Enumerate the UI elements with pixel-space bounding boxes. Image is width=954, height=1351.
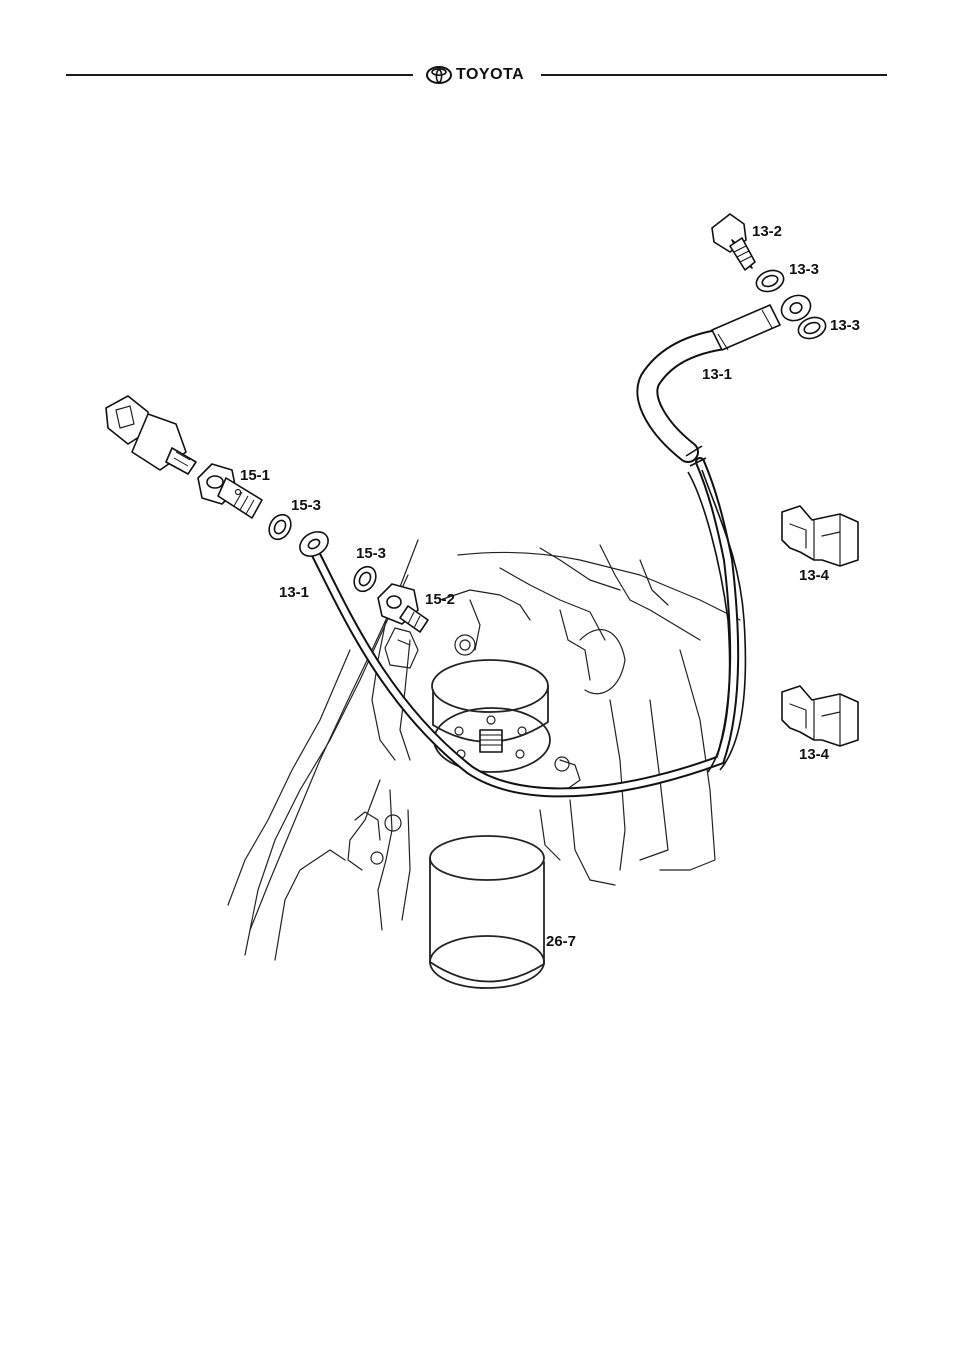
callout-13-2: 13-2	[752, 223, 782, 240]
engine-block-outline	[227, 539, 741, 961]
washer-13-3-upper	[755, 269, 785, 293]
oil-filter-26-7	[429, 835, 545, 989]
clip-13-4-upper	[781, 505, 859, 567]
union-bolt-13-2	[711, 213, 756, 271]
callout-15-1: 15-1	[240, 467, 270, 484]
washer-15-3-right	[353, 565, 377, 593]
callout-13-3-lower: 13-3	[830, 317, 860, 334]
washer-13-3-lower	[797, 316, 827, 340]
washer-15-3-left	[268, 513, 292, 541]
clip-13-4-lower	[781, 685, 859, 747]
callout-15-3-left: 15-3	[291, 497, 321, 514]
callout-13-4-upper: 13-4	[799, 567, 830, 584]
callout-15-2: 15-2	[425, 591, 455, 608]
callout-labels: 13-2 13-3 13-3 13-1 15-1 15-3 15-3 13-1 …	[240, 223, 860, 950]
callout-13-4-lower: 13-4	[799, 746, 830, 763]
union-15-2	[377, 583, 429, 633]
toyota-emblem-icon	[426, 66, 452, 84]
brand-logo: TOYOTA	[426, 64, 524, 86]
header-rule-right	[541, 74, 887, 76]
filter-housing	[431, 659, 551, 773]
brand-name: TOYOTA	[456, 66, 525, 83]
callout-13-1-left: 13-1	[279, 584, 309, 601]
oil-pipe-hose	[299, 294, 812, 798]
callout-13-3-upper: 13-3	[789, 261, 819, 278]
union-bolt-15-1	[197, 463, 263, 519]
header-rule-left	[66, 74, 413, 76]
callout-13-1-right: 13-1	[702, 366, 732, 383]
callout-26-7: 26-7	[546, 933, 576, 950]
oil-pressure-sender	[105, 395, 197, 475]
callout-15-3-right: 15-3	[356, 545, 386, 562]
